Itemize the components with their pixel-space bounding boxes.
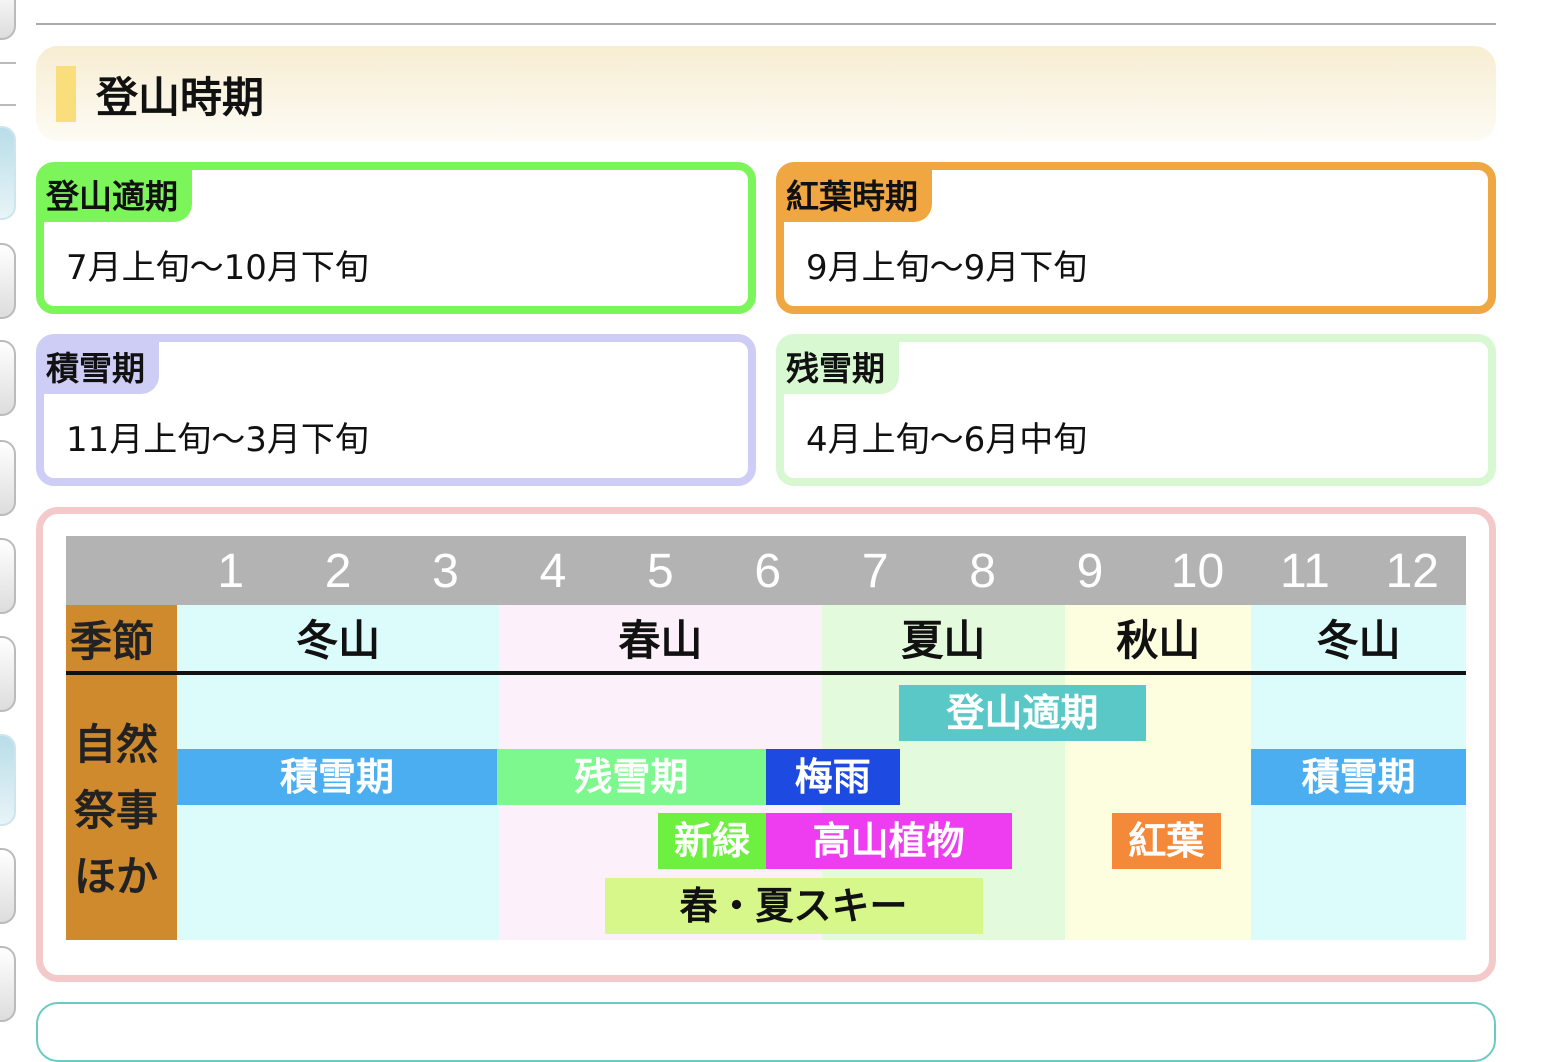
- header-accent: [56, 66, 76, 122]
- period-box: 登山適期 7月上旬〜10月下旬: [36, 162, 756, 314]
- event-bar: 積雪期: [177, 749, 498, 805]
- side-tab[interactable]: [0, 0, 16, 40]
- season-label: 秋山: [1116, 616, 1201, 665]
- period-box: 残雪期 4月上旬〜6月中旬: [776, 334, 1496, 486]
- section-header: 登山時期: [36, 46, 1496, 141]
- month-label: 5: [647, 545, 674, 598]
- season-label: 冬山: [296, 616, 381, 665]
- season-band: [1065, 605, 1252, 940]
- event-bar: 新緑: [658, 813, 766, 869]
- side-tab-active[interactable]: [0, 734, 16, 826]
- divider: [0, 104, 16, 106]
- season-label: 春山: [618, 616, 703, 665]
- event-bar: 登山適期: [898, 685, 1146, 741]
- period-box: 積雪期 11月上旬〜3月下旬: [36, 334, 756, 486]
- side-tab[interactable]: [0, 538, 16, 614]
- event-bar: 春・夏スキー: [604, 878, 983, 934]
- period-value: 11月上旬〜3月下旬: [66, 420, 369, 460]
- month-label: 8: [969, 545, 996, 598]
- events-row-label: 自然 祭事 ほか: [74, 720, 159, 901]
- event-bar: 紅葉: [1111, 813, 1222, 869]
- season-row-label: 季節: [70, 617, 155, 666]
- header-row: [66, 536, 1466, 605]
- month-label: 2: [324, 545, 352, 598]
- month-label: 3: [432, 545, 459, 598]
- period-label: 紅葉時期: [782, 168, 932, 222]
- event-bar: 梅雨: [765, 749, 900, 805]
- side-tab[interactable]: [0, 946, 16, 1022]
- event-bar: 積雪期: [1251, 749, 1466, 805]
- divider: [0, 62, 16, 64]
- month-label: 7: [861, 545, 889, 598]
- side-tab[interactable]: [0, 243, 16, 319]
- month-label: 6: [754, 545, 782, 598]
- event-bar: 残雪期: [497, 749, 766, 805]
- side-tab-active[interactable]: [0, 126, 16, 220]
- side-tab[interactable]: [0, 440, 16, 516]
- period-box: 紅葉時期 9月上旬〜9月下旬: [776, 162, 1496, 314]
- month-label: 10: [1170, 545, 1225, 598]
- season-label: 夏山: [901, 616, 986, 665]
- month-label: 4: [539, 545, 567, 598]
- period-value: 9月上旬〜9月下旬: [806, 248, 1088, 288]
- divider-line: [66, 671, 1466, 675]
- period-label: 残雪期: [782, 340, 899, 394]
- period-label: 積雪期: [42, 340, 159, 394]
- period-label: 登山適期: [42, 168, 192, 222]
- period-value: 7月上旬〜10月下旬: [66, 248, 369, 288]
- season-label: 冬山: [1316, 616, 1401, 665]
- period-value: 4月上旬〜6月中旬: [806, 420, 1088, 460]
- month-label: 11: [1279, 545, 1330, 598]
- month-label: 12: [1385, 545, 1439, 598]
- label-column: [66, 605, 177, 940]
- side-tab[interactable]: [0, 848, 16, 924]
- next-section-box: [36, 1002, 1496, 1062]
- side-tab[interactable]: [0, 340, 16, 416]
- month-label: 9: [1076, 545, 1104, 598]
- month-label: 1: [217, 545, 245, 598]
- divider: [36, 23, 1496, 25]
- side-tab[interactable]: [0, 636, 16, 712]
- event-bar: 高山植物: [765, 813, 1012, 869]
- section-title: 登山時期: [96, 73, 265, 122]
